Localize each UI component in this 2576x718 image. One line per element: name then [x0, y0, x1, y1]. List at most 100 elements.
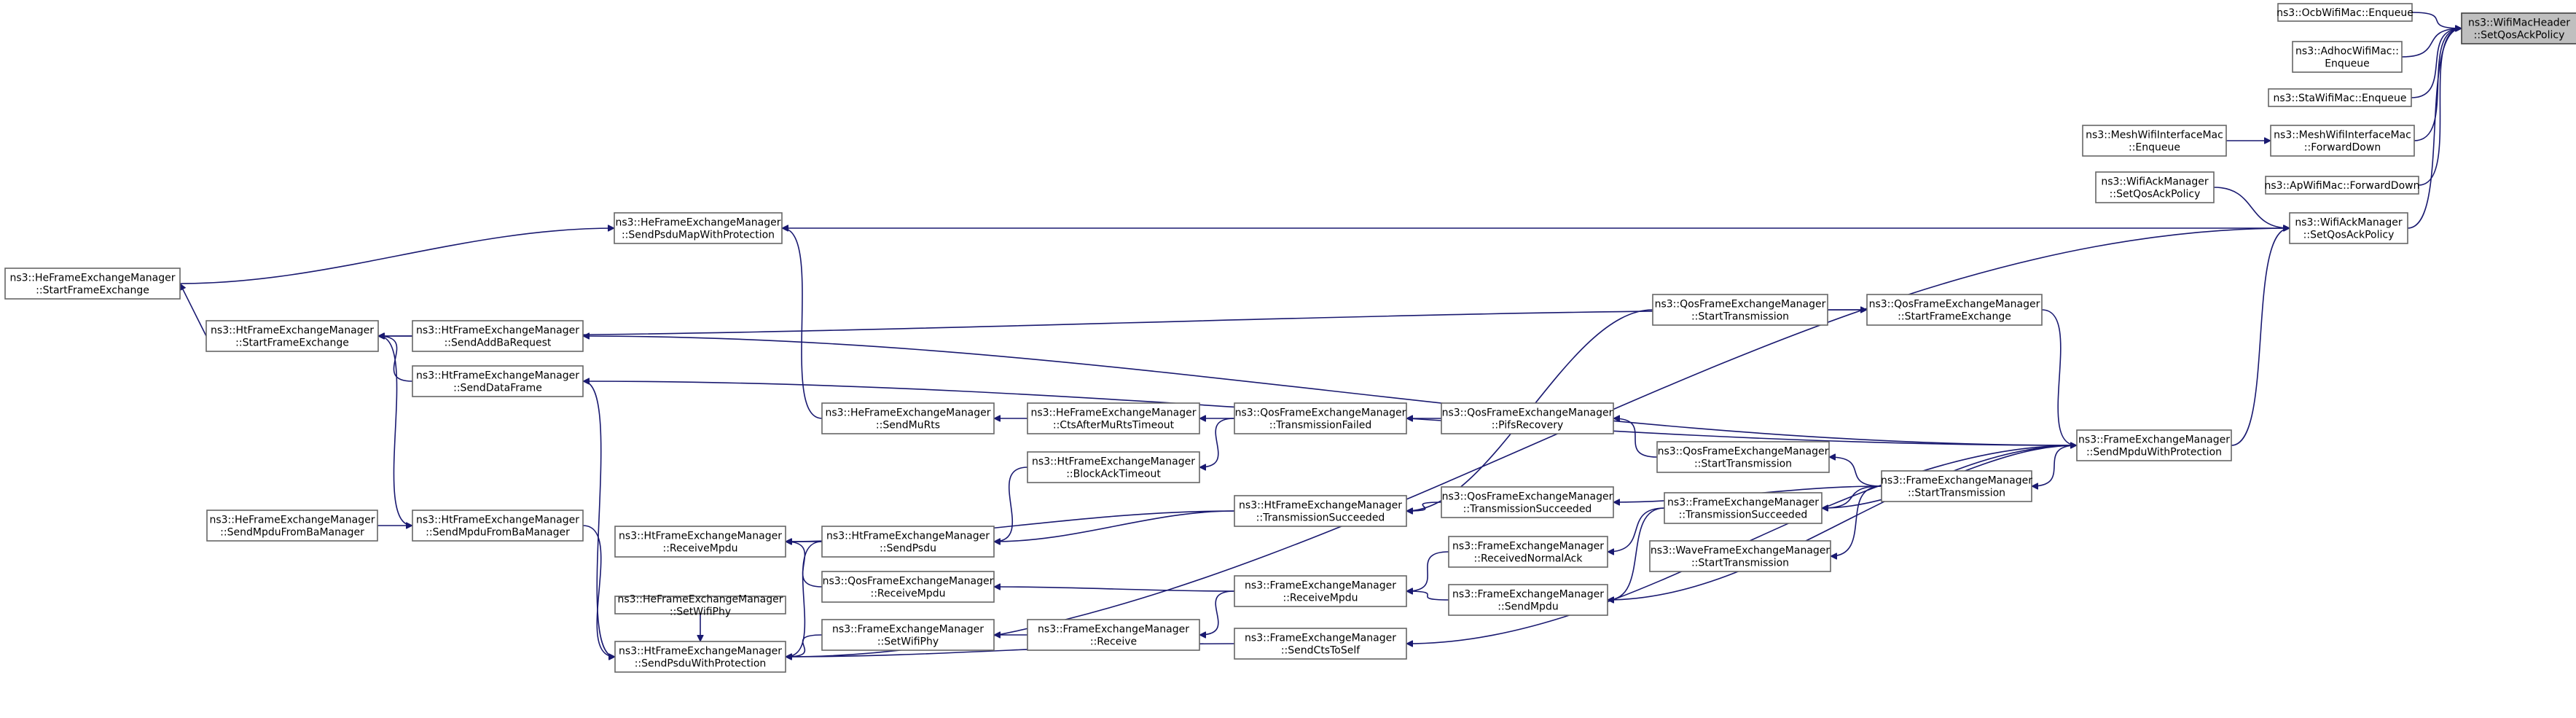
- node-ackmgr[interactable]: ns3::WifiAckManager::SetQosAckPolicy: [2289, 212, 2408, 244]
- node-fem_ts[interactable]: ns3::FrameExchangeManager::TransmissionS…: [1664, 492, 1823, 524]
- node-ht_spwp[interactable]: ns3::HtFrameExchangeManager::SendPsduWit…: [614, 641, 786, 673]
- node-meshenq[interactable]: ns3::MeshWifiInterfaceMac::Enqueue: [2082, 125, 2227, 157]
- node-qos_st_a[interactable]: ns3::QosFrameExchangeManager::StartTrans…: [1656, 441, 1830, 473]
- node-box: [2095, 171, 2215, 203]
- edge-he_smr-to-he_spmwp: [782, 228, 823, 419]
- node-label: ::SendMpduFromBaManager: [426, 527, 570, 539]
- node-box: [1649, 540, 1831, 572]
- node-box: [1027, 619, 1200, 651]
- node-label: ns3::HtFrameExchangeManager: [211, 325, 374, 337]
- node-label: ns3::FrameExchangeManager: [1881, 475, 2032, 487]
- node-label: ns3::FrameExchangeManager: [1452, 589, 1604, 601]
- node-fem_smwp[interactable]: ns3::FrameExchangeManager::SendMpduWithP…: [2076, 429, 2232, 461]
- edge-fem_swp-to-ht_spwp: [786, 634, 823, 657]
- node-root[interactable]: ns3::WifiMacHeader::SetQosAckPolicy: [2461, 12, 2576, 44]
- node-label: ::Enqueue: [2129, 142, 2180, 154]
- node-ht_ts[interactable]: ns3::HtFrameExchangeManager::Transmissio…: [1234, 495, 1407, 527]
- node-label: ns3::FrameExchangeManager: [1245, 580, 1396, 592]
- node-label: ::SendPsduMapWithProtection: [622, 230, 775, 241]
- node-box: [412, 365, 584, 397]
- node-ht_rm[interactable]: ns3::HtFrameExchangeManager::ReceiveMpdu: [614, 526, 786, 558]
- node-label: ::ReceiveMpdu: [871, 588, 946, 600]
- node-box: [1234, 495, 1407, 527]
- node-label: ns3::ApWifiMac::ForwardDown: [2265, 180, 2420, 192]
- node-sta[interactable]: ns3::StaWifiMac::Enqueue: [2268, 88, 2412, 107]
- node-label: ::SetQosAckPolicy: [2474, 30, 2565, 42]
- node-label: ns3::HeFrameExchangeManager: [617, 594, 783, 606]
- node-label: ns3::HtFrameExchangeManager: [1032, 456, 1195, 468]
- node-fem_rm[interactable]: ns3::FrameExchangeManager::ReceiveMpdu: [1234, 575, 1407, 607]
- node-he_smfb[interactable]: ns3::HeFrameExchangeManager::SendMpduFro…: [206, 510, 378, 542]
- node-he_smr[interactable]: ns3::HeFrameExchangeManager::SendMuRts: [821, 402, 995, 434]
- node-label: ns3::HtFrameExchangeManager: [416, 325, 579, 337]
- node-he_sfe[interactable]: ns3::HeFrameExchangeManager::StartFrameE…: [4, 268, 181, 300]
- node-ht_saba[interactable]: ns3::HtFrameExchangeManager::SendAddBaRe…: [412, 320, 584, 352]
- node-label: ns3::QosFrameExchangeManager: [1442, 407, 1613, 419]
- node-label: ::StartTransmission: [1694, 458, 1792, 470]
- node-ht_bat[interactable]: ns3::HtFrameExchangeManager::BlockAckTim…: [1027, 451, 1200, 483]
- node-label: ns3::HeFrameExchangeManager: [9, 273, 175, 284]
- node-meshfwd[interactable]: ns3::MeshWifiInterfaceMac::ForwardDown: [2270, 125, 2415, 157]
- node-label: ::StartTransmission: [1691, 558, 1789, 569]
- node-label: ::TransmissionSucceeded: [1679, 510, 1808, 521]
- node-label: ns3::FrameExchangeManager: [1452, 541, 1604, 553]
- node-wackmgr[interactable]: ns3::WifiAckManager::SetQosAckPolicy: [2095, 171, 2215, 203]
- edge-qos_rm-to-ht_rm: [786, 542, 823, 588]
- node-fem_scts[interactable]: ns3::FrameExchangeManager::SendCtsToSelf: [1234, 628, 1407, 660]
- node-qos_tf[interactable]: ns3::QosFrameExchangeManager::Transmissi…: [1234, 402, 1407, 434]
- node-label: ns3::FrameExchangeManager: [832, 624, 984, 636]
- node-box: [412, 320, 584, 352]
- node-adhoc[interactable]: ns3::AdhocWifiMac::Enqueue: [2292, 41, 2403, 73]
- node-box: [2270, 125, 2415, 157]
- node-label: ::ReceivedNormalAck: [1474, 553, 1583, 565]
- edge-fem_rm-to-qos_rm: [994, 587, 1235, 592]
- edge-fem_st-to-wave_st: [1831, 485, 1882, 556]
- edge-he_sfe-to-he_spmwp: [179, 228, 614, 284]
- node-he_spmwp[interactable]: ns3::HeFrameExchangeManager::SendPsduMap…: [614, 212, 783, 244]
- edge-fem_rm-to-fem_recv: [1199, 590, 1235, 635]
- node-label: ::ReceiveMpdu: [1283, 593, 1358, 604]
- node-box: [1234, 628, 1407, 660]
- edge-fem_ts-to-fem_sm: [1608, 507, 1665, 600]
- edge-ht_ts-to-ht_sp: [994, 510, 1235, 542]
- edge-ht_sdf-to-ht_spwp: [582, 381, 616, 657]
- node-box: [1866, 294, 2043, 326]
- node-fem_rna[interactable]: ns3::FrameExchangeManager::ReceivedNorma…: [1448, 536, 1608, 568]
- node-label: ::SetWifiPhy: [670, 606, 731, 618]
- node-fem_swp[interactable]: ns3::FrameExchangeManager::SetWifiPhy: [821, 619, 995, 651]
- node-label: ns3::QosFrameExchangeManager: [1869, 299, 2040, 311]
- edge-fem_smwp-to-ht_saba: [583, 336, 2078, 446]
- node-ht_sfe[interactable]: ns3::HtFrameExchangeManager::StartFrameE…: [205, 320, 379, 352]
- node-label: ns3::FrameExchangeManager: [1038, 624, 1189, 636]
- node-box: [2265, 176, 2419, 195]
- node-label: ns3::HtFrameExchangeManager: [416, 370, 579, 382]
- node-qos_sfe[interactable]: ns3::QosFrameExchangeManager::StartFrame…: [1866, 294, 2043, 326]
- node-ht_smfb[interactable]: ns3::HtFrameExchangeManager::SendMpduFro…: [412, 510, 584, 542]
- node-qos_st_b[interactable]: ns3::QosFrameExchangeManager::StartTrans…: [1652, 294, 1828, 326]
- node-qos_pr[interactable]: ns3::QosFrameExchangeManager::PifsRecove…: [1441, 402, 1614, 434]
- node-qos_ts[interactable]: ns3::QosFrameExchangeManager::Transmissi…: [1441, 486, 1614, 518]
- node-label: ns3::AdhocWifiMac::: [2295, 46, 2399, 58]
- node-fem_recv[interactable]: ns3::FrameExchangeManager::Receive: [1027, 619, 1200, 651]
- node-box: [821, 402, 995, 434]
- node-label: ns3::HtFrameExchangeManager: [416, 515, 579, 526]
- node-label: ::SendPsduWithProtection: [635, 658, 767, 670]
- node-he_camrt[interactable]: ns3::HeFrameExchangeManager::CtsAfterMuR…: [1027, 402, 1200, 434]
- node-fem_sm[interactable]: ns3::FrameExchangeManager::SendMpdu: [1448, 584, 1608, 616]
- edge-fem_ts-to-fem_rna: [1608, 507, 1665, 552]
- node-box: [1448, 536, 1608, 568]
- edge-ht_smfb-to-ht_sfe: [378, 336, 413, 526]
- node-qos_rm[interactable]: ns3::QosFrameExchangeManager::ReceiveMpd…: [821, 571, 995, 603]
- node-ht_sdf[interactable]: ns3::HtFrameExchangeManager::SendDataFra…: [412, 365, 584, 397]
- node-label: ns3::MeshWifiInterfaceMac: [2274, 130, 2411, 141]
- node-label: ::SetQosAckPolicy: [2110, 189, 2201, 200]
- node-ht_sp[interactable]: ns3::HtFrameExchangeManager::SendPsdu: [821, 526, 995, 558]
- node-fem_st[interactable]: ns3::FrameExchangeManager::StartTransmis…: [1881, 470, 2032, 502]
- node-label: ::SendMuRts: [876, 420, 940, 432]
- node-ocb[interactable]: ns3::OcbWifiMac::Enqueue: [2276, 3, 2413, 22]
- node-apfwd[interactable]: ns3::ApWifiMac::ForwardDown: [2265, 176, 2420, 195]
- node-box: [1441, 402, 1614, 434]
- node-wave_st[interactable]: ns3::WaveFrameExchangeManager::StartTran…: [1649, 540, 1831, 572]
- node-label: ns3::HeFrameExchangeManager: [825, 407, 990, 419]
- node-he_swp[interactable]: ns3::HeFrameExchangeManager::SetWifiPhy: [614, 594, 786, 618]
